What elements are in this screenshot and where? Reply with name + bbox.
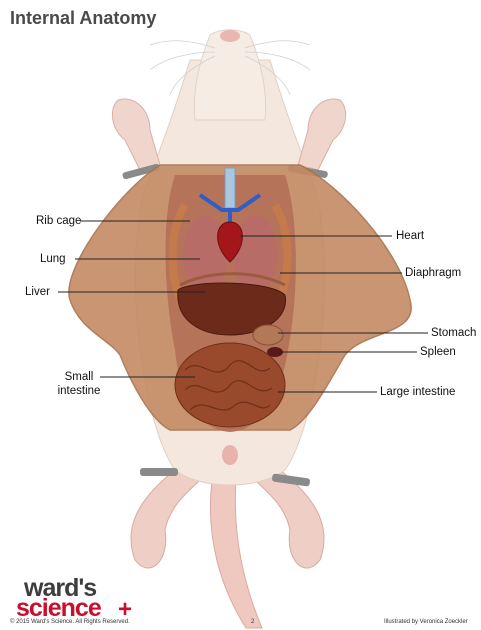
label-stomach: Stomach	[431, 326, 476, 340]
pin-left-hind	[140, 468, 178, 476]
label-lung: Lung	[40, 252, 66, 266]
footer-credit: Illustrated by Veronica Zoeckler	[384, 619, 468, 625]
nose	[220, 30, 240, 42]
label-rib-cage: Rib cage	[36, 214, 81, 228]
label-small-intestine: Small intestine	[44, 370, 114, 398]
footer-page-number: 2	[251, 619, 254, 625]
left-hind-leg	[131, 470, 200, 568]
left-front-paw	[112, 99, 160, 170]
right-hind-leg	[255, 470, 324, 568]
trachea	[225, 168, 235, 208]
footer-copyright: © 2015 Ward's Science. All Rights Reserv…	[10, 619, 130, 625]
label-diaphragm: Diaphragm	[405, 266, 461, 280]
label-heart: Heart	[396, 229, 424, 243]
label-liver: Liver	[25, 285, 50, 299]
stomach	[253, 325, 283, 345]
tail	[210, 480, 262, 628]
right-front-paw	[298, 99, 346, 170]
label-spleen: Spleen	[420, 345, 456, 359]
head	[194, 30, 265, 120]
wards-science-logo: ward's science +	[14, 574, 144, 620]
genital	[222, 445, 238, 465]
label-large-intestine: Large intestine	[380, 385, 455, 399]
